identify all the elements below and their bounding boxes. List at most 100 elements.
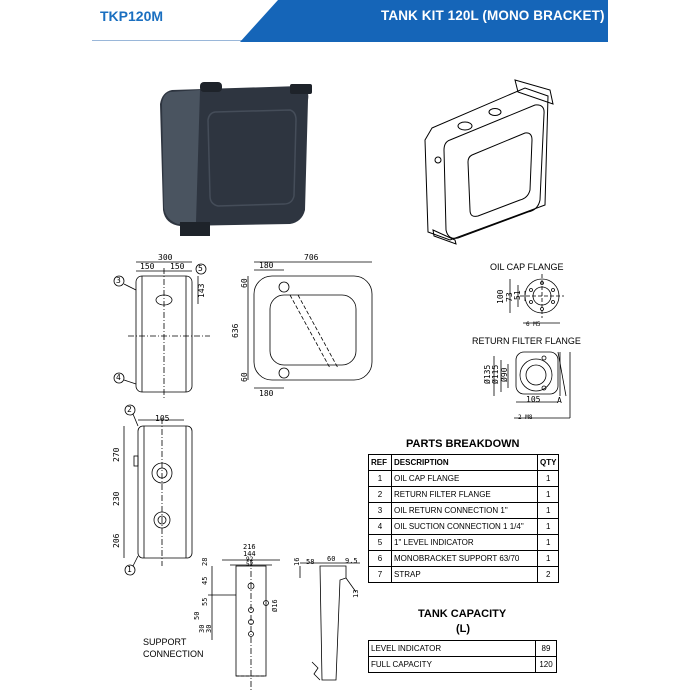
- capacity-label-cell: FULL CAPACITY: [368, 656, 536, 673]
- dim-oc-thread: 6 M5: [526, 321, 541, 328]
- dim-side-half-left: 150: [140, 262, 155, 271]
- ref-cell: 2: [368, 486, 392, 503]
- parts-header-row: REF DESCRIPTION QTY: [368, 454, 560, 471]
- callout-3: 3: [116, 276, 121, 285]
- col-qty: QTY: [536, 454, 560, 471]
- end-view: [123, 404, 193, 576]
- parts-breakdown-title: PARTS BREAKDOWN: [406, 438, 520, 450]
- dim-end-206: 206: [112, 533, 121, 548]
- dim-br-hole: Ø16: [271, 599, 279, 612]
- ref-cell: 6: [368, 550, 392, 567]
- header-banner: [240, 0, 608, 42]
- callout-1: 1: [127, 565, 132, 574]
- dim-br-45: 45: [201, 576, 209, 585]
- ref-cell: 3: [368, 502, 392, 519]
- oil-cap-flange-drawing: [509, 274, 564, 324]
- capacity-value-cell: 89: [535, 640, 557, 657]
- side-view: [113, 261, 210, 400]
- qty-cell: 1: [536, 502, 560, 519]
- dim-br-92: 92: [246, 556, 254, 563]
- dim-sp-60: 60: [327, 555, 336, 563]
- qty-cell: 2: [536, 566, 560, 583]
- desc-cell: OIL RETURN CONNECTION 1": [391, 502, 538, 519]
- header-rule: [92, 40, 257, 41]
- dim-rf-105: 105: [526, 395, 541, 404]
- qty-cell: 1: [536, 470, 560, 487]
- qty-cell: 1: [536, 534, 560, 551]
- product-code: TKP120M: [100, 8, 164, 24]
- dim-br-55: 55: [201, 597, 209, 606]
- dim-end-105: 105: [155, 414, 170, 423]
- desc-cell: OIL CAP FLANGE: [391, 470, 538, 487]
- dim-sp-95: 9.5: [345, 557, 358, 565]
- dim-end-270: 270: [112, 447, 121, 462]
- front-view: [247, 261, 373, 389]
- support-connection-label: SUPPORT CONNECTION: [143, 637, 204, 659]
- dim-side-143: 143: [197, 283, 206, 298]
- desc-cell: STRAP: [391, 566, 538, 583]
- dim-oc-51: 51: [513, 290, 522, 300]
- dim-rf-d90: Ø90: [500, 367, 509, 382]
- dim-front-height: 636: [231, 323, 240, 338]
- qty-cell: 1: [536, 550, 560, 567]
- dim-front-60-top: 60: [240, 278, 249, 288]
- return-filter-flange-label: RETURN FILTER FLANGE: [472, 336, 581, 346]
- dim-front-60-bottom: 60: [240, 372, 249, 382]
- dim-br-52: 52: [246, 561, 254, 568]
- tank-photo: [160, 82, 312, 236]
- callout-2: 2: [127, 405, 132, 414]
- dim-side-width: 300: [158, 253, 173, 262]
- dim-rf-d115: Ø115: [491, 364, 500, 384]
- dim-br-30b: 30: [205, 624, 213, 633]
- qty-cell: 1: [536, 518, 560, 535]
- tank-capacity-title: TANK CAPACITY: [418, 608, 507, 620]
- col-description: DESCRIPTION: [391, 454, 538, 471]
- callout-4: 4: [116, 373, 121, 382]
- dim-oc-100: 100: [496, 289, 505, 304]
- strap-profile-drawing: [299, 562, 360, 681]
- tank-isometric: [424, 79, 554, 245]
- dim-front-width: 706: [304, 253, 319, 262]
- dim-br-28: 28: [201, 557, 209, 566]
- dim-front-180-top: 180: [259, 261, 274, 270]
- capacity-value-cell: 120: [535, 656, 557, 673]
- col-ref: REF: [368, 454, 392, 471]
- desc-cell: RETURN FILTER FLANGE: [391, 486, 538, 503]
- return-filter-flange-drawing: [493, 351, 571, 419]
- callout-5: 5: [198, 264, 203, 273]
- dim-sp-58: 58: [306, 558, 315, 566]
- qty-cell: 1: [536, 486, 560, 503]
- desc-cell: MONOBRACKET SUPPORT 63/70: [391, 550, 538, 567]
- desc-cell: 1" LEVEL INDICATOR: [391, 534, 538, 551]
- view-a-label: A: [557, 396, 562, 405]
- desc-cell: OIL SUCTION CONNECTION 1 1/4": [391, 518, 538, 535]
- page-title: TANK KIT 120L (MONO BRACKET): [381, 8, 605, 23]
- dim-end-230: 230: [112, 491, 121, 506]
- dim-sp-13: 13: [352, 589, 360, 598]
- dim-rf-thread: 2 M8: [518, 414, 533, 421]
- dim-br-216: 216: [243, 543, 256, 551]
- capacity-label-cell: LEVEL INDICATOR: [368, 640, 536, 657]
- oil-cap-flange-label: OIL CAP FLANGE: [490, 262, 564, 272]
- monobracket-drawing: [208, 559, 280, 690]
- ref-cell: 4: [368, 518, 392, 535]
- ref-cell: 1: [368, 470, 392, 487]
- dim-side-half-right: 150: [170, 262, 185, 271]
- dim-front-180-bottom: 180: [259, 389, 274, 398]
- dim-br-144: 144: [243, 550, 256, 558]
- tank-capacity-unit: (L): [456, 623, 471, 635]
- ref-cell: 5: [368, 534, 392, 551]
